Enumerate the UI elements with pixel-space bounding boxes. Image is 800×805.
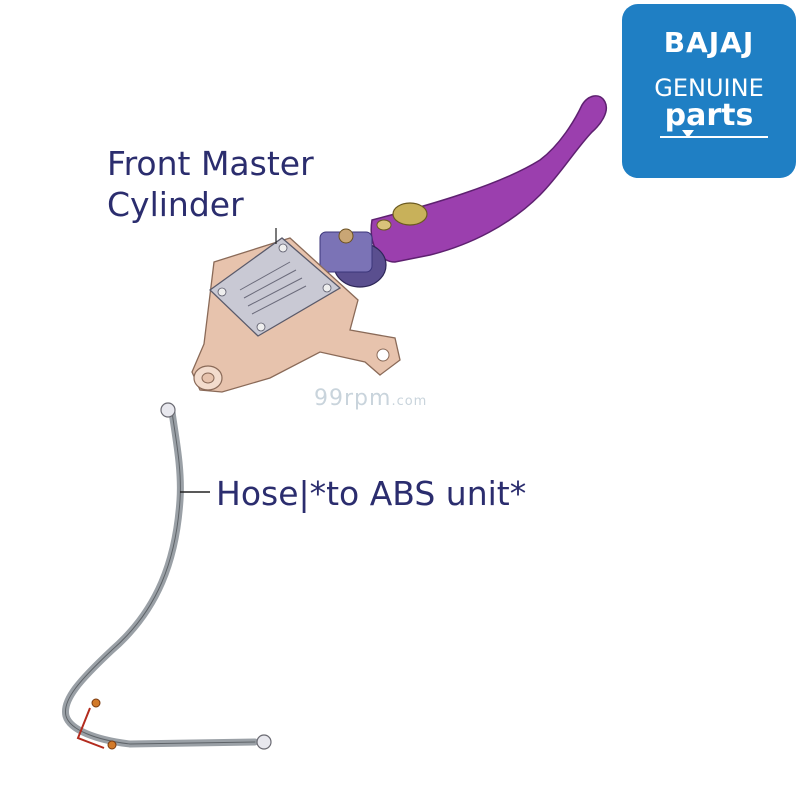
master-cylinder-label: Front Master Cylinder	[107, 143, 314, 226]
hose-label: Hose|*to ABS unit*	[216, 474, 527, 513]
badge-underline	[660, 136, 768, 138]
badge-brand-text: BAJAJ	[663, 26, 755, 59]
brake-hose	[61, 402, 272, 750]
master-cylinder-label-line2: Cylinder	[107, 185, 244, 225]
badge-arrow-icon	[682, 130, 694, 138]
master-cylinder-label-line1: Front Master	[107, 144, 314, 183]
watermark: 99rpm.com	[314, 386, 427, 411]
brand-logo-badge: BAJAJ GENUINE parts	[622, 4, 796, 178]
reservoir-cap	[208, 237, 342, 337]
watermark-main: 99rpm	[314, 386, 392, 411]
watermark-suffix: .com	[391, 394, 428, 409]
badge-line1-text: GENUINE	[654, 74, 764, 102]
brake-lever	[319, 95, 607, 288]
badge-line2-text: parts	[664, 98, 754, 133]
